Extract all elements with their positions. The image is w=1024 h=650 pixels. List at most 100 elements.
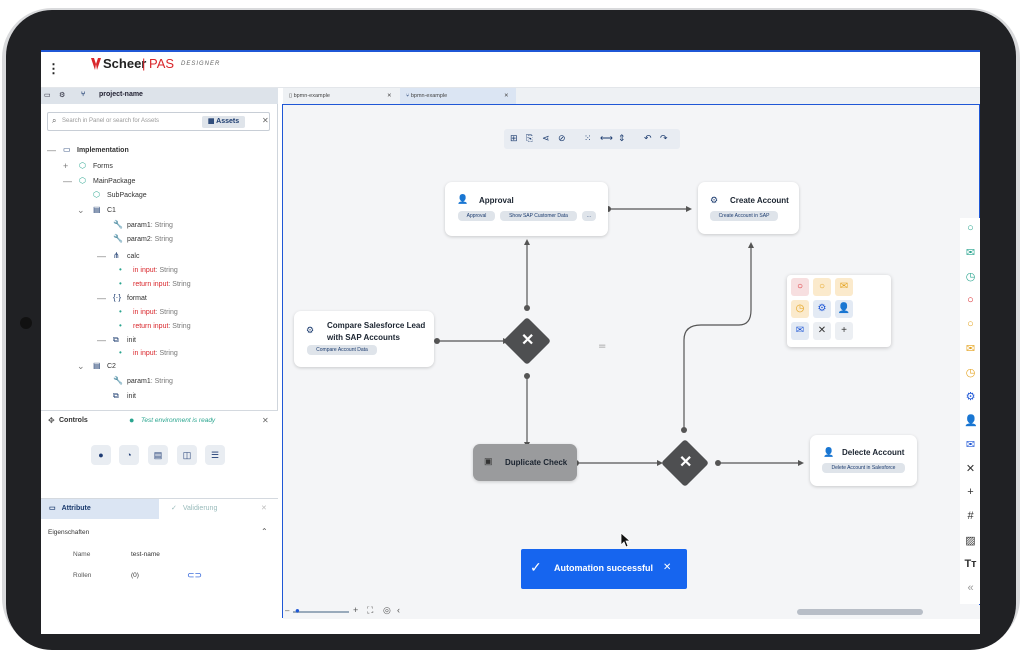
close-icon[interactable]: ✕: [262, 416, 269, 425]
start-event-icon[interactable]: ○: [967, 222, 974, 234]
timer-start-icon[interactable]: ◷: [965, 271, 976, 283]
expand-toggle-icon[interactable]: —: [97, 251, 106, 261]
center-icon[interactable]: ◎: [383, 605, 391, 615]
add-page-icon[interactable]: ⊞: [510, 133, 518, 143]
expand-toggle-icon[interactable]: —: [47, 145, 56, 155]
tree-item[interactable]: •in input: String: [41, 306, 278, 320]
hide-icon[interactable]: ⊘: [558, 133, 566, 143]
tree-item[interactable]: —⋔calc: [41, 250, 278, 264]
database-button[interactable]: ▤: [148, 445, 168, 465]
toast-close-icon[interactable]: ✕: [663, 562, 672, 573]
message-event-icon[interactable]: ✉: [835, 278, 853, 296]
zoom-in-icon[interactable]: +: [353, 605, 359, 615]
task-approval[interactable]: 👤 Approval Approval Show SAP Customer Da…: [445, 182, 608, 236]
tree-item[interactable]: —{·}format: [41, 292, 278, 306]
fit-screen-icon[interactable]: ⛶: [367, 605, 374, 615]
zoom-slider[interactable]: [293, 611, 349, 613]
service-task-icon[interactable]: ⚙: [965, 391, 976, 403]
horizontal-scrollbar[interactable]: [797, 609, 923, 615]
tree-item[interactable]: •in input: String: [41, 347, 278, 361]
exclusive-gateway-icon[interactable]: ✕: [965, 463, 976, 475]
expand-toggle-icon[interactable]: —: [97, 335, 106, 345]
intermediate-event-icon[interactable]: ○: [967, 318, 974, 330]
tree-item[interactable]: ⬡SubPackage: [41, 189, 278, 203]
timer-event-icon[interactable]: ◷: [965, 367, 976, 379]
chip[interactable]: Show SAP Customer Data: [500, 211, 577, 221]
tab-bpmn-example-2[interactable]: ⑂ bpmn-example ✕: [400, 88, 516, 104]
folder-icon[interactable]: ▭: [44, 92, 51, 99]
collapse-icon[interactable]: «: [967, 582, 974, 594]
exclusive-gateway-icon[interactable]: ✕: [813, 322, 831, 340]
timer-event-icon[interactable]: ◷: [791, 300, 809, 318]
image-icon[interactable]: ▨: [965, 535, 976, 547]
tree-item[interactable]: 🔧param1: String: [41, 219, 278, 233]
end-event-icon[interactable]: ○: [967, 294, 974, 306]
settings-sliders-button[interactable]: ☰: [205, 445, 225, 465]
end-event-icon[interactable]: ○: [791, 278, 809, 296]
task-duplicate-check[interactable]: ▣ Duplicate Check: [473, 444, 577, 481]
expand-toggle-icon[interactable]: —: [97, 293, 106, 303]
name-field[interactable]: test-name: [131, 551, 160, 558]
undo-icon[interactable]: ↶: [644, 133, 652, 143]
expand-toggle-icon[interactable]: ⌄: [77, 361, 85, 371]
message-start-icon[interactable]: ✉: [965, 247, 976, 259]
gear-icon[interactable]: ⚙: [59, 92, 66, 99]
share-icon[interactable]: ⋖: [542, 133, 550, 143]
message-event-icon[interactable]: ✉: [965, 343, 976, 355]
user-task-icon[interactable]: 👤: [835, 300, 853, 318]
close-icon[interactable]: ✕: [262, 116, 269, 125]
tree-item[interactable]: 🔧param1: String: [41, 375, 278, 389]
task-create-account[interactable]: ⚙ Create Account Create Account in SAP: [698, 182, 799, 234]
tree-item[interactable]: •in input: String: [41, 264, 278, 278]
chip[interactable]: Approval: [458, 211, 495, 221]
tree-item[interactable]: ⧉init: [41, 390, 278, 404]
align-vertical-icon[interactable]: ⇕: [618, 133, 626, 143]
deploy-button[interactable]: ◔: [119, 445, 139, 465]
chip[interactable]: Compare Account Data: [307, 345, 377, 355]
chip[interactable]: Create Account in SAP: [710, 211, 778, 221]
task-compare[interactable]: ⚙ Compare Salesforce Lead with SAP Accou…: [294, 311, 434, 367]
tree-item[interactable]: —▭Implementation: [41, 144, 278, 158]
chevron-left-icon[interactable]: ‹: [397, 605, 400, 615]
zoom-out-icon[interactable]: –: [285, 606, 290, 615]
assets-button[interactable]: ▦ Assets: [202, 116, 245, 128]
tree-item[interactable]: —⬡MainPackage: [41, 175, 278, 189]
export-icon[interactable]: ⎘: [526, 133, 534, 143]
project-tree-icon[interactable]: ⑂: [81, 91, 86, 98]
task-delete-account[interactable]: 👤 Delecte Account Delete Account in Sale…: [810, 435, 917, 486]
message-task-icon[interactable]: ✉: [791, 322, 809, 340]
service-task-icon[interactable]: ⚙: [813, 300, 831, 318]
parallel-gateway-icon[interactable]: +: [835, 322, 853, 340]
more-icon[interactable]: ...: [582, 211, 596, 221]
tree-item[interactable]: ⌄▤C1: [41, 204, 278, 218]
user-task-icon[interactable]: 👤: [964, 415, 978, 427]
menu-kebab-icon[interactable]: ⋮: [47, 61, 60, 76]
tab-attribute[interactable]: ▭ Attribute: [41, 499, 159, 519]
text-icon[interactable]: Tт: [964, 558, 977, 570]
lane-icon[interactable]: #: [967, 510, 974, 522]
search-input[interactable]: ⌕ Search in Panel or search for Assets ▦…: [47, 112, 270, 131]
tree-item[interactable]: 🔧param2: String: [41, 233, 278, 247]
message-task-icon[interactable]: ✉: [965, 439, 976, 451]
tree-item[interactable]: ⌄▤C2: [41, 360, 278, 374]
redo-icon[interactable]: ↷: [660, 133, 668, 143]
chip[interactable]: Delete Account in Salesforce: [822, 463, 905, 473]
tree-item[interactable]: +⬡Forms: [41, 160, 278, 174]
expand-toggle-icon[interactable]: +: [63, 161, 69, 171]
tree-item[interactable]: •return input: String: [41, 320, 278, 334]
preview-button[interactable]: ◫: [177, 445, 197, 465]
tree-item[interactable]: —⧉init: [41, 334, 278, 348]
parallel-gateway-icon[interactable]: +: [967, 486, 974, 498]
project-name[interactable]: project-name: [99, 91, 143, 98]
intermediate-event-icon[interactable]: ○: [813, 278, 831, 296]
expand-toggle-icon[interactable]: —: [63, 176, 72, 186]
tab-validation[interactable]: ✓ Validierung ✕: [171, 505, 267, 512]
tree-item[interactable]: •return input: String: [41, 278, 278, 292]
grid-icon[interactable]: ⁙: [584, 133, 592, 143]
zoom-handle[interactable]: ●: [295, 606, 300, 615]
chevron-up-icon[interactable]: ⌃: [261, 527, 268, 536]
link-icon[interactable]: ⊂⊃: [187, 570, 203, 580]
expand-toggle-icon[interactable]: ⌄: [77, 205, 85, 215]
run-button[interactable]: ●: [91, 445, 111, 465]
tab-bpmn-example-1[interactable]: ▯ bpmn-example ✕: [289, 93, 392, 99]
